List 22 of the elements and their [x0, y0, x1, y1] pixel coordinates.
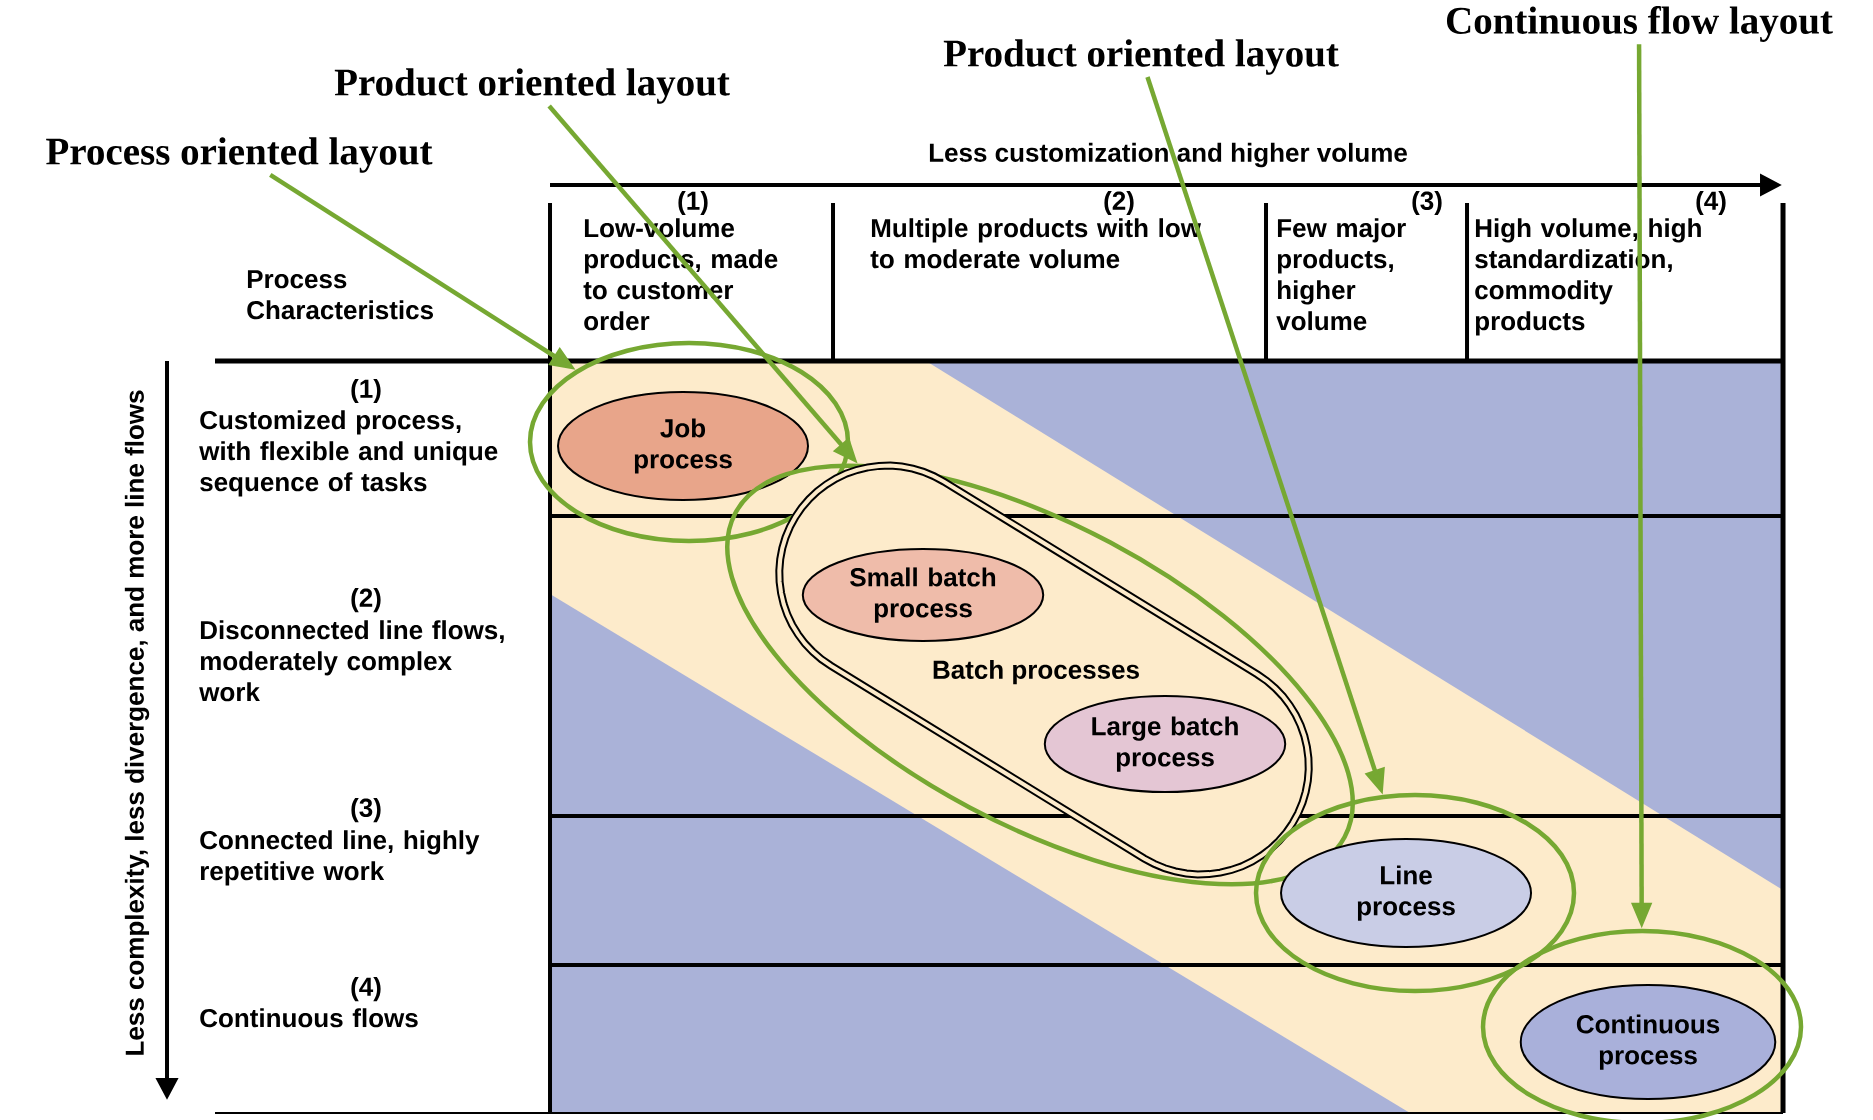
row-label: (4)	[351, 976, 381, 1002]
row-label: Customized process, with flexible and unique sequence of tasks	[199, 410, 498, 497]
row-label: Connected line, highly repetitive work	[200, 830, 480, 886]
row-label: (3)	[351, 797, 381, 823]
heading-text: Process oriented layout	[46, 137, 433, 173]
column-label: (1)	[678, 190, 708, 216]
highlight-ellipse	[527, 340, 851, 544]
header-text: Process Characteristics	[247, 270, 433, 320]
row-label: Continuous flows	[200, 1008, 418, 1028]
column-label: (2)	[1104, 190, 1134, 216]
axis-label: Less complexity, less divergence, and more line flows	[124, 390, 150, 1055]
row-label: (1)	[351, 378, 381, 404]
column-label: (3)	[1412, 190, 1442, 216]
heading-text: Continuous flow layout	[1446, 6, 1833, 42]
heading-text: Product oriented layout	[334, 68, 730, 104]
axis-label: Less customization and higher volume	[929, 142, 1407, 168]
heading-text: Product oriented layout	[943, 39, 1339, 75]
row-label: (2)	[351, 587, 381, 613]
column-label: Few major products, higher volume	[1276, 218, 1406, 331]
highlight-ellipse	[1253, 792, 1577, 994]
column-label: (4)	[1696, 190, 1726, 216]
row-label: Disconnected line flows, moderately complex work	[199, 620, 504, 702]
